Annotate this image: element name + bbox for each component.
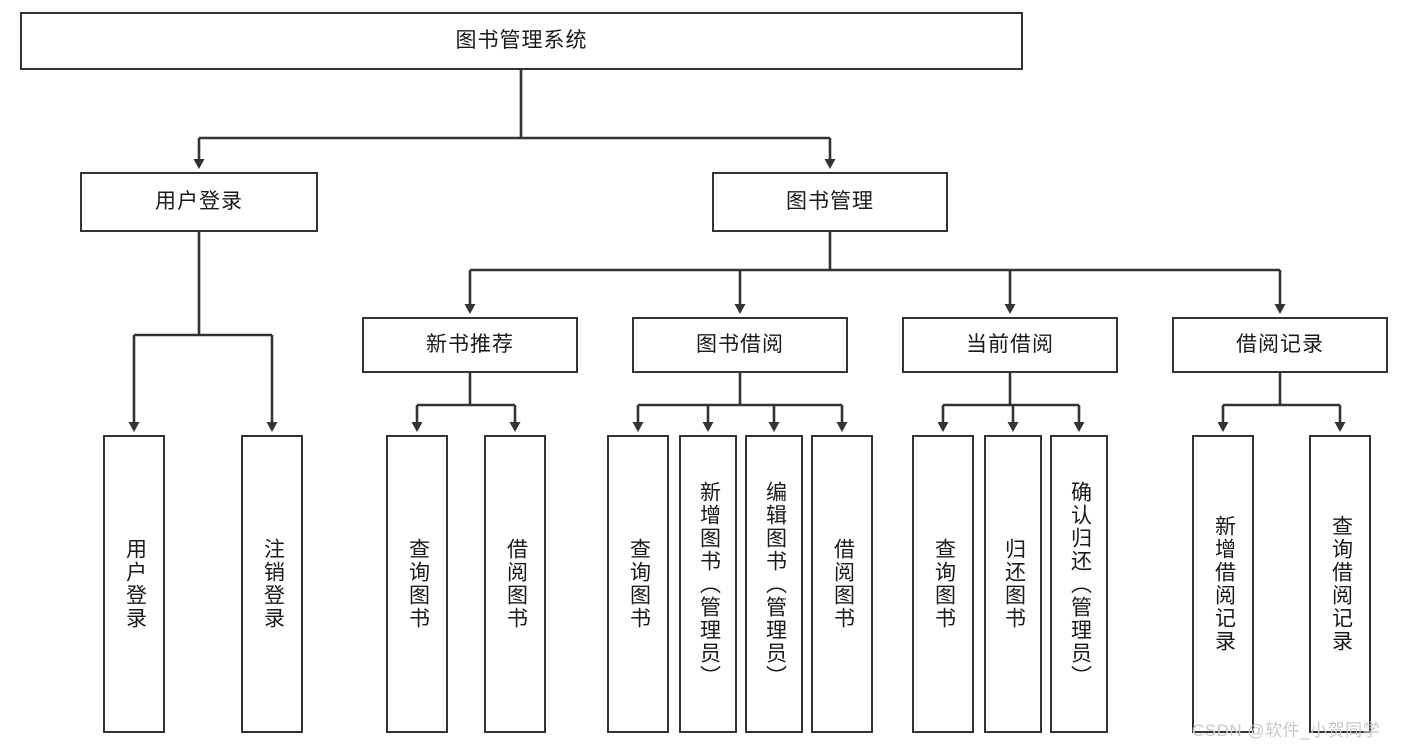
node-leaf-borrow-book[interactable]: 借阅图书	[811, 435, 873, 733]
node-leaf-confirm-return-admin-label: 确认归还（管理员）	[1068, 480, 1092, 688]
node-leaf-user-logout[interactable]: 注销登录	[241, 435, 303, 733]
node-leaf-return-book-label: 归还图书	[1002, 538, 1026, 630]
node-leaf-borrow-book-recommend[interactable]: 借阅图书	[484, 435, 546, 733]
node-new-book-recommend[interactable]: 新书推荐	[362, 317, 578, 373]
node-leaf-query-book-recommend-label: 查询图书	[406, 538, 430, 630]
node-leaf-add-borrow-record-label: 新增借阅记录	[1212, 515, 1236, 653]
node-root[interactable]: 图书管理系统	[20, 12, 1023, 70]
node-current-borrow[interactable]: 当前借阅	[902, 317, 1118, 373]
node-borrow-record[interactable]: 借阅记录	[1172, 317, 1388, 373]
node-leaf-query-book-current[interactable]: 查询图书	[912, 435, 974, 733]
node-leaf-query-book-borrow[interactable]: 查询图书	[607, 435, 669, 733]
node-current-borrow-label: 当前借阅	[966, 333, 1054, 357]
node-leaf-user-login-label: 用户登录	[123, 538, 147, 630]
node-user-login-label: 用户登录	[155, 190, 243, 214]
node-book-borrow[interactable]: 图书借阅	[632, 317, 848, 373]
node-borrow-record-label: 借阅记录	[1236, 333, 1324, 357]
node-new-book-recommend-label: 新书推荐	[426, 333, 514, 357]
node-leaf-query-borrow-record-label: 查询借阅记录	[1329, 515, 1353, 653]
node-leaf-return-book[interactable]: 归还图书	[984, 435, 1042, 733]
csdn-watermark: CSDN @软件_小贺同学	[1192, 721, 1381, 740]
node-leaf-add-book-admin[interactable]: 新增图书（管理员）	[679, 435, 737, 733]
node-root-label: 图书管理系统	[455, 29, 588, 53]
node-leaf-query-book-recommend[interactable]: 查询图书	[386, 435, 448, 733]
node-leaf-borrow-book-recommend-label: 借阅图书	[504, 538, 528, 630]
node-leaf-user-logout-label: 注销登录	[261, 538, 285, 630]
node-leaf-add-book-admin-label: 新增图书（管理员）	[697, 480, 721, 688]
node-book-management-label: 图书管理	[786, 190, 874, 214]
node-leaf-query-borrow-record[interactable]: 查询借阅记录	[1309, 435, 1371, 733]
node-leaf-edit-book-admin-label: 编辑图书（管理员）	[763, 480, 787, 688]
node-book-management[interactable]: 图书管理	[712, 172, 948, 232]
node-leaf-user-login[interactable]: 用户登录	[103, 435, 165, 733]
node-leaf-borrow-book-label: 借阅图书	[831, 538, 855, 630]
node-leaf-add-borrow-record[interactable]: 新增借阅记录	[1192, 435, 1254, 733]
node-leaf-edit-book-admin[interactable]: 编辑图书（管理员）	[745, 435, 803, 733]
node-leaf-query-book-current-label: 查询图书	[932, 538, 956, 630]
node-leaf-query-book-borrow-label: 查询图书	[627, 538, 651, 630]
node-book-borrow-label: 图书借阅	[696, 333, 784, 357]
node-user-login[interactable]: 用户登录	[80, 172, 318, 232]
node-leaf-confirm-return-admin[interactable]: 确认归还（管理员）	[1050, 435, 1108, 733]
